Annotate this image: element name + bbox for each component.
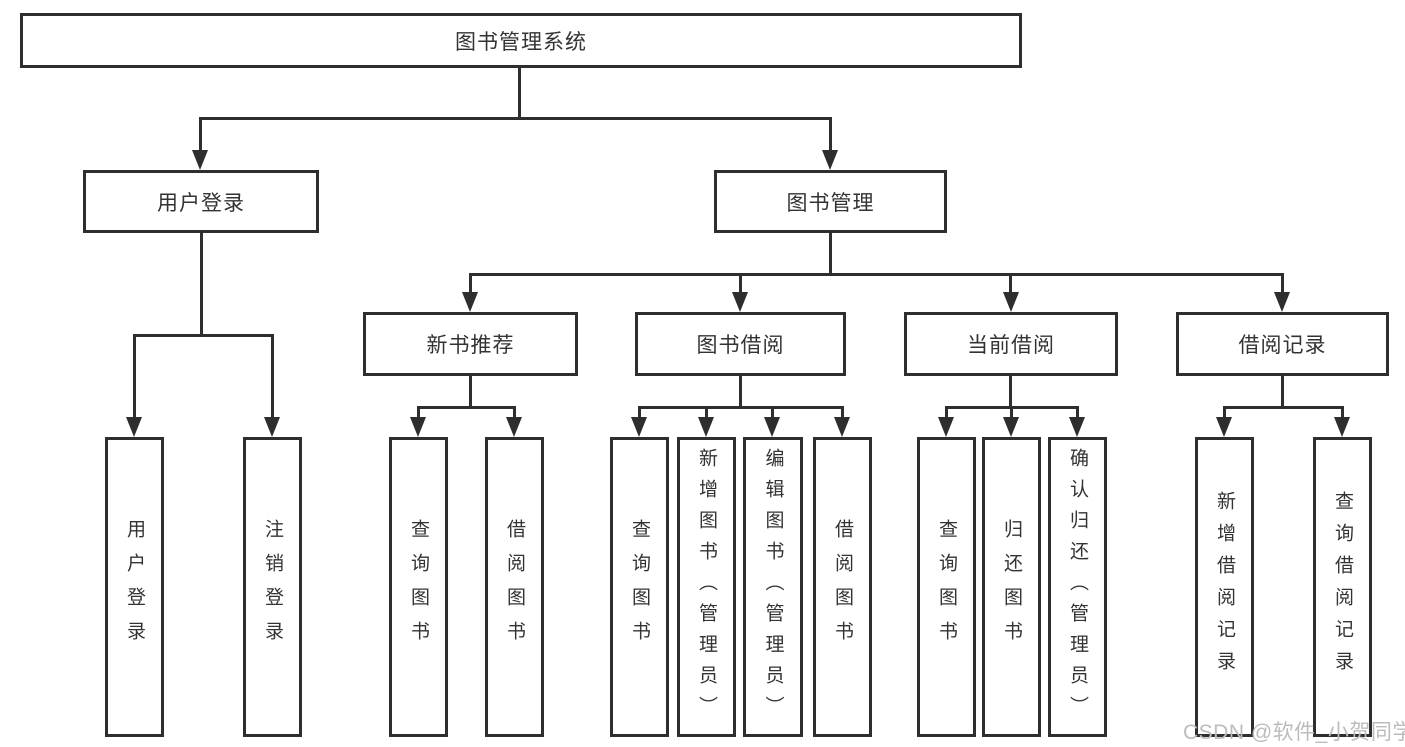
connector-line bbox=[945, 406, 948, 420]
connector-line bbox=[469, 273, 1283, 276]
connector-line bbox=[417, 406, 420, 420]
leaf-label: 借阅图书 bbox=[504, 519, 525, 655]
connector-line bbox=[133, 334, 274, 337]
connector-line bbox=[199, 117, 832, 120]
leaf-user-login: 用户登录 bbox=[105, 437, 164, 737]
node-current-borrow: 当前借阅 bbox=[904, 312, 1118, 376]
connector-line bbox=[469, 376, 472, 409]
connector-line bbox=[705, 406, 708, 420]
connector-line bbox=[638, 406, 844, 409]
connector-line bbox=[200, 233, 203, 336]
connector-line bbox=[1009, 273, 1012, 295]
leaf-confirm-return-admin: 确认归还（管理员） bbox=[1048, 437, 1107, 737]
node-user-login: 用户登录 bbox=[83, 170, 319, 233]
arrowhead-icon bbox=[126, 417, 142, 437]
connector-line bbox=[1281, 376, 1284, 409]
connector-line bbox=[199, 117, 202, 153]
connector-line bbox=[841, 406, 844, 420]
leaf-label: 归还图书 bbox=[1001, 519, 1022, 655]
connector-line bbox=[829, 117, 832, 153]
arrowhead-icon bbox=[192, 150, 208, 170]
connector-line bbox=[771, 406, 774, 420]
leaf-label: 确认归还（管理员） bbox=[1067, 447, 1088, 727]
leaf-add-borrow-record: 新增借阅记录 bbox=[1195, 437, 1254, 737]
node-book-borrow: 图书借阅 bbox=[635, 312, 846, 376]
arrowhead-icon bbox=[1216, 417, 1232, 437]
leaf-return-book: 归还图书 bbox=[982, 437, 1041, 737]
connector-line bbox=[1341, 406, 1344, 420]
arrowhead-icon bbox=[506, 417, 522, 437]
connector-line bbox=[638, 406, 641, 420]
node-book-management: 图书管理 bbox=[714, 170, 947, 233]
node-borrow-record: 借阅记录 bbox=[1176, 312, 1389, 376]
arrowhead-icon bbox=[410, 417, 426, 437]
connector-line bbox=[513, 406, 516, 420]
arrowhead-icon bbox=[264, 417, 280, 437]
arrowhead-icon bbox=[462, 292, 478, 312]
leaf-query-borrow-record: 查询借阅记录 bbox=[1313, 437, 1372, 737]
leaf-label: 查询图书 bbox=[408, 519, 429, 655]
leaf-label: 编辑图书（管理员） bbox=[762, 447, 784, 727]
leaf-label: 新增借阅记录 bbox=[1214, 491, 1235, 683]
leaf-label: 新增图书（管理员） bbox=[696, 447, 717, 727]
connector-line bbox=[133, 334, 136, 420]
arrowhead-icon bbox=[938, 417, 954, 437]
connector-line bbox=[1281, 273, 1284, 295]
leaf-borrow-book-recommend: 借阅图书 bbox=[485, 437, 544, 737]
arrowhead-icon bbox=[1003, 417, 1019, 437]
connector-line bbox=[739, 273, 742, 295]
leaf-label: 用户登录 bbox=[124, 519, 145, 655]
connector-line bbox=[829, 233, 832, 276]
leaf-query-book-borrow: 查询图书 bbox=[610, 437, 669, 737]
arrowhead-icon bbox=[1069, 417, 1085, 437]
arrowhead-icon bbox=[822, 150, 838, 170]
node-root: 图书管理系统 bbox=[20, 13, 1022, 68]
leaf-borrow-book: 借阅图书 bbox=[813, 437, 872, 737]
arrowhead-icon bbox=[1334, 417, 1350, 437]
connector-line bbox=[469, 273, 472, 295]
arrowhead-icon bbox=[1274, 292, 1290, 312]
leaf-label: 查询图书 bbox=[629, 519, 650, 655]
connector-line bbox=[739, 376, 742, 409]
leaf-label: 查询图书 bbox=[936, 519, 957, 655]
leaf-label: 借阅图书 bbox=[832, 519, 853, 655]
connector-line bbox=[1010, 406, 1013, 420]
arrowhead-icon bbox=[732, 292, 748, 312]
connector-line bbox=[271, 334, 274, 420]
arrowhead-icon bbox=[1003, 292, 1019, 312]
leaf-label: 查询借阅记录 bbox=[1332, 491, 1353, 683]
connector-line bbox=[1076, 406, 1079, 420]
connector-line bbox=[1223, 406, 1226, 420]
connector-line bbox=[1009, 376, 1012, 409]
arrowhead-icon bbox=[698, 417, 714, 437]
leaf-add-book-admin: 新增图书（管理员） bbox=[677, 437, 736, 737]
node-new-book-recommend: 新书推荐 bbox=[363, 312, 578, 376]
connector-line bbox=[1223, 406, 1344, 409]
connector-line bbox=[417, 406, 516, 409]
arrowhead-icon bbox=[834, 417, 850, 437]
arrowhead-icon bbox=[764, 417, 780, 437]
arrowhead-icon bbox=[631, 417, 647, 437]
leaf-edit-book-admin: 编辑图书（管理员） bbox=[743, 437, 803, 737]
leaf-query-book-recommend: 查询图书 bbox=[389, 437, 448, 737]
leaf-logout: 注销登录 bbox=[243, 437, 302, 737]
csdn-watermark: CSDN @软件_小贺同学 bbox=[1183, 721, 1405, 744]
leaf-label: 注销登录 bbox=[262, 519, 283, 655]
leaf-query-current-borrow: 查询图书 bbox=[917, 437, 976, 737]
connector-line bbox=[518, 68, 521, 119]
